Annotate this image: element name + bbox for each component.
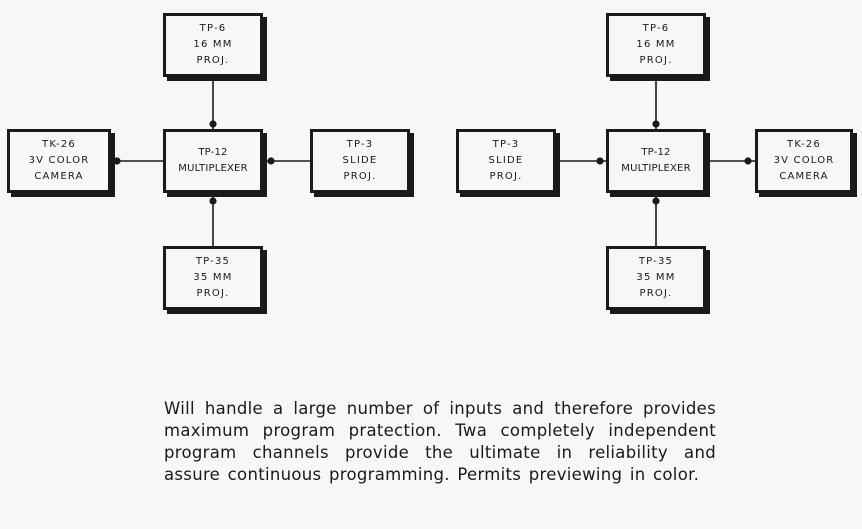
box-line: PROJ. [639,55,673,66]
box-line: MULTIPLEXER [178,163,248,174]
right-tp35-projector-box: TP-35 35 MM PROJ. [606,246,706,310]
box-line: 35 MM [193,272,233,283]
left-tp12-multiplexer-box: TP-12 MULTIPLEXER [163,129,263,193]
box-line: SLIDE [488,155,524,166]
box-line: 16 MM [636,39,676,50]
arrow-dot-left-right [267,157,275,165]
box-line: MULTIPLEXER [621,163,691,174]
arrow-dot-right-left [596,157,604,165]
box-line: SLIDE [342,155,378,166]
left-tp6-projector-box: TP-6 16 MM PROJ. [163,13,263,77]
left-tp3-slide-projector-box: TP-3 SLIDE PROJ. [310,129,410,193]
right-tp6-projector-box: TP-6 16 MM PROJ. [606,13,706,77]
left-tp35-projector-box: TP-35 35 MM PROJ. [163,246,263,310]
box-line: TP-35 [195,256,231,267]
arrow-dot-right-right [744,157,752,165]
box-line: PROJ. [196,288,230,299]
right-tp3-slide-projector-box: TP-3 SLIDE PROJ. [456,129,556,193]
box-line: 3V COLOR [773,155,835,166]
box-line: CAMERA [34,171,84,182]
box-line: TP-6 [199,23,227,34]
left-tk26-camera-box: TK-26 3V COLOR CAMERA [7,129,111,193]
box-line: TK-26 [42,139,76,150]
arrow-dot-left-bottom [209,197,217,205]
box-line: PROJ. [639,288,673,299]
caption-text: Will handle a large number of inputs and… [164,399,716,484]
box-line: PROJ. [489,171,523,182]
box-line: TP-3 [346,139,374,150]
arrow-dot-right-top [652,120,660,128]
box-line: TK-26 [787,139,821,150]
arrow-dot-right-bottom [652,197,660,205]
box-line: PROJ. [343,171,377,182]
box-line: 3V COLOR [28,155,90,166]
arrow-dot-left-left [113,157,121,165]
box-line: TP-12 [641,147,671,158]
box-line: TP-12 [198,147,228,158]
box-line: TP-6 [642,23,670,34]
arrow-dot-left-top [209,120,217,128]
box-line: CAMERA [779,171,829,182]
box-line: 16 MM [193,39,233,50]
box-line: TP-35 [638,256,674,267]
box-line: PROJ. [196,55,230,66]
box-line: TP-3 [492,139,520,150]
box-line: 35 MM [636,272,676,283]
right-tp12-multiplexer-box: TP-12 MULTIPLEXER [606,129,706,193]
right-tk26-camera-box: TK-26 3V COLOR CAMERA [755,129,853,193]
